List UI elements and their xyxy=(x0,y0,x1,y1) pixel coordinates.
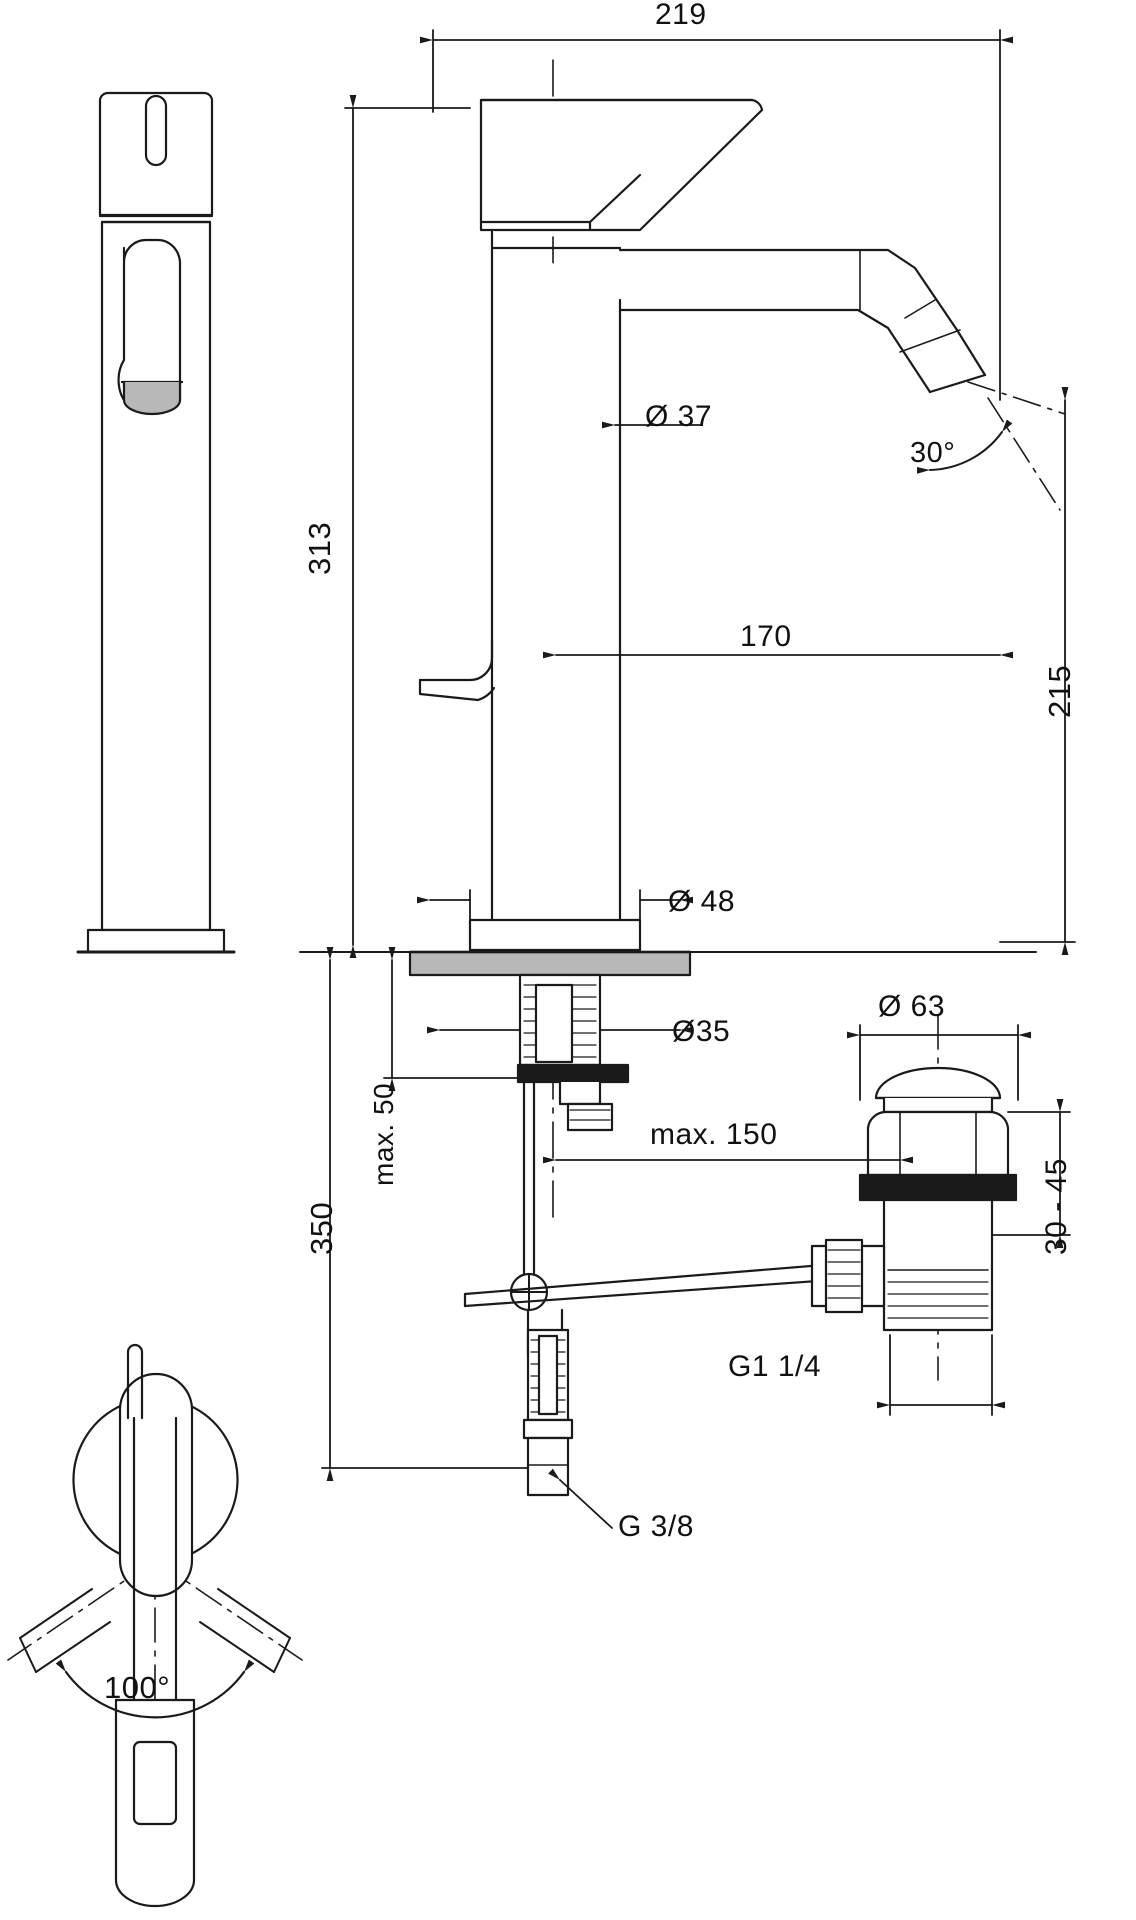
dim-label-below-deck-total: 350 xyxy=(304,1201,339,1255)
dim-label-supply-thread: G 3/8 xyxy=(618,1510,694,1543)
dimension-lines xyxy=(321,29,1076,1529)
side-elevation-left xyxy=(76,91,236,954)
dim-label-body-diameter: Ø 37 xyxy=(645,400,713,433)
dim-label-waste-adjust-range: 30 - 45 xyxy=(1040,1158,1073,1255)
dim-label-lever-swivel-angle: 100° xyxy=(104,1670,171,1705)
dim-label-total-height: 313 xyxy=(302,521,337,575)
pop-up-waste-assembly xyxy=(810,1014,1018,1381)
dim-label-waste-cap-diameter: Ø 63 xyxy=(878,990,946,1023)
dim-label-base-diameter: Ø 48 xyxy=(668,885,736,918)
dim-label-waste-thread: G1 1/4 xyxy=(728,1350,822,1383)
front-elevation-main xyxy=(299,59,1037,1497)
dim-label-max-deck-thickness: max. 50 xyxy=(368,1082,399,1186)
dim-label-max-waste-rod: max. 150 xyxy=(650,1118,778,1151)
dim-label-spout-height: 215 xyxy=(1042,664,1077,718)
dim-label-overall-width: 219 xyxy=(655,0,707,31)
dim-label-tail-diameter: Ø35 xyxy=(672,1015,731,1048)
dim-label-spout-reach: 170 xyxy=(740,620,792,653)
dim-label-outlet-angle: 30° xyxy=(910,437,956,469)
top-view-lever-swing xyxy=(7,1343,303,1908)
